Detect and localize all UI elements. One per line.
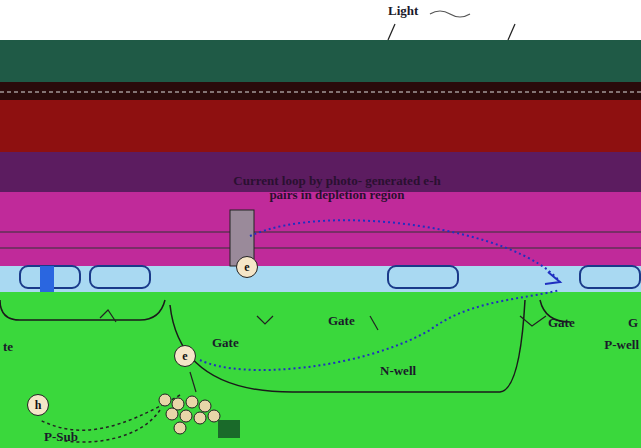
carrier-circle: h bbox=[27, 394, 49, 416]
carrier-circle: e bbox=[236, 256, 258, 278]
carrier-letter: h bbox=[35, 399, 42, 411]
region-label: P-Sub bbox=[44, 430, 78, 444]
region-label: Gate bbox=[328, 314, 355, 328]
carrier-circle: e bbox=[174, 345, 196, 367]
region-label: Gate bbox=[212, 336, 239, 350]
region-label: G bbox=[628, 316, 638, 330]
carrier-letter: e bbox=[244, 261, 249, 273]
region-label: P-well bbox=[604, 338, 639, 352]
region-label: Gate bbox=[548, 316, 575, 330]
carrier-letter: e bbox=[182, 350, 187, 362]
annotation-text: Current loop by photo- generated e-h pai… bbox=[232, 174, 442, 203]
region-label: N-well bbox=[380, 364, 416, 378]
region-label: te bbox=[3, 340, 13, 354]
region-label: Light bbox=[388, 4, 418, 18]
